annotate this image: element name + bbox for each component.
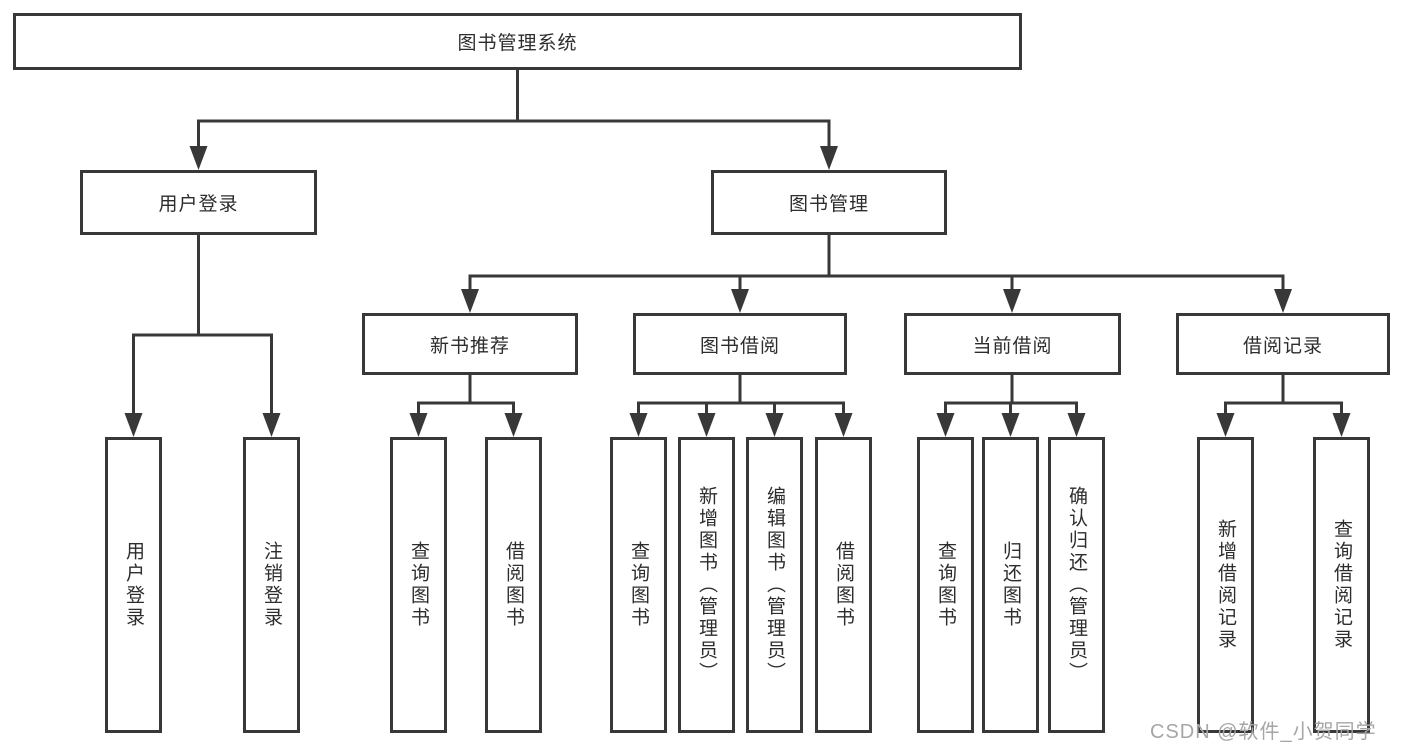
leaf-edit-book-admin: 编辑图书（管理员）	[746, 437, 803, 733]
leaf-add-book-admin: 新增图书（管理员）	[678, 437, 735, 733]
leaf-query-books-borrowing: 查询图书	[610, 437, 667, 733]
node-new-book-recommendation: 新书推荐	[362, 313, 578, 375]
leaf-add-borrow-record: 新增借阅记录	[1197, 437, 1254, 733]
leaf-user-login: 用户登录	[105, 437, 162, 733]
watermark: CSDN @软件_小贺同学	[1150, 721, 1377, 743]
leaf-query-books-recommend: 查询图书	[390, 437, 447, 733]
leaf-return-book: 归还图书	[982, 437, 1039, 733]
node-user-login: 用户登录	[80, 170, 317, 235]
leaf-logout: 注销登录	[243, 437, 300, 733]
node-library-management-system: 图书管理系统	[13, 13, 1022, 70]
leaf-borrow-books: 借阅图书	[815, 437, 872, 733]
leaf-query-borrow-record: 查询借阅记录	[1313, 437, 1370, 733]
node-book-borrowing: 图书借阅	[633, 313, 847, 375]
node-borrowing-records: 借阅记录	[1176, 313, 1390, 375]
leaf-query-books-current: 查询图书	[917, 437, 974, 733]
leaf-confirm-return-admin: 确认归还（管理员）	[1048, 437, 1105, 733]
leaf-borrow-books-recommend: 借阅图书	[485, 437, 542, 733]
node-current-borrowing: 当前借阅	[904, 313, 1121, 375]
node-book-management: 图书管理	[711, 170, 947, 235]
